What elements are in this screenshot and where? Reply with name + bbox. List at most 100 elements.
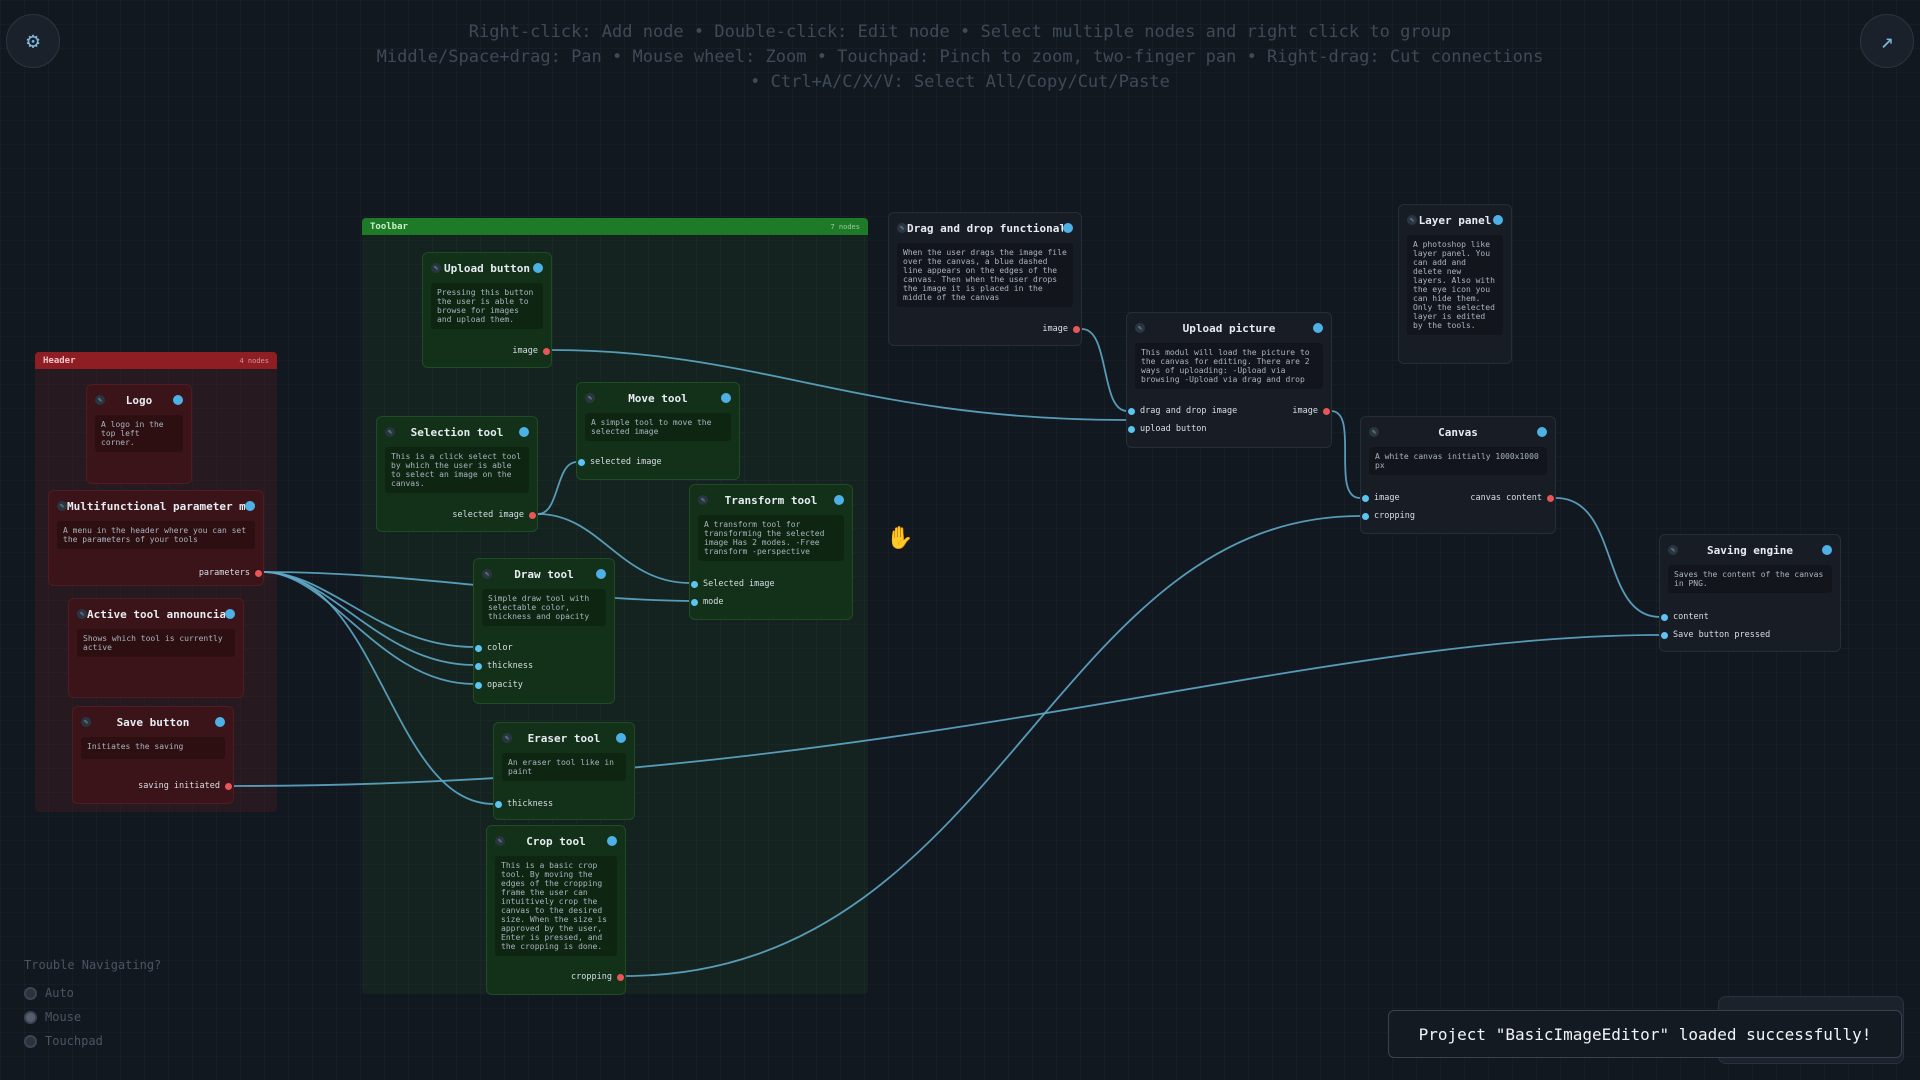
input-port[interactable]: content (1661, 612, 1709, 622)
pencil-icon[interactable]: ✎ (95, 395, 105, 405)
info-icon[interactable] (519, 427, 529, 437)
node-title: Active tool announciator (87, 607, 225, 621)
info-icon[interactable] (1537, 427, 1547, 437)
pencil-icon[interactable]: ✎ (81, 717, 91, 727)
wire-upload-picture-to-canvas (1330, 410, 1361, 499)
output-port[interactable]: image (1292, 406, 1330, 416)
pencil-icon[interactable]: ✎ (1135, 323, 1145, 333)
node-description: A simple tool to move the selected image (585, 413, 731, 441)
input-port[interactable]: mode (690, 597, 724, 607)
node-upload-button[interactable]: ✎ Upload button Pressing this button the… (422, 252, 552, 368)
output-port[interactable]: parameters (198, 568, 263, 578)
arrow-up-right-icon: ↗ (1880, 28, 1894, 54)
radio-auto[interactable]: Auto (24, 981, 184, 1005)
input-port[interactable]: thickness (474, 661, 534, 671)
node-logo[interactable]: ✎ Logo A logo in the top left corner. (86, 384, 192, 484)
info-icon[interactable] (215, 717, 225, 727)
node-saving-engine[interactable]: ✎ Saving engine Saves the content of the… (1659, 534, 1841, 652)
node-description: Saves the content of the canvas in PNG. (1668, 565, 1832, 593)
output-port[interactable]: selected image (452, 510, 536, 520)
node-layer-panel[interactable]: ✎ Layer panel A photoshop like layer pan… (1398, 204, 1512, 364)
info-icon[interactable] (834, 495, 844, 505)
pencil-icon[interactable]: ✎ (897, 223, 907, 233)
input-port[interactable]: upload button (1128, 424, 1207, 434)
info-icon[interactable] (607, 836, 617, 846)
input-port[interactable]: Selected image (691, 579, 775, 589)
output-port[interactable]: canvas content (1470, 493, 1554, 503)
info-icon[interactable] (1313, 323, 1323, 333)
node-param-menu[interactable]: ✎ Multifunctional parameter menu A menu … (48, 490, 264, 586)
pencil-icon[interactable]: ✎ (57, 501, 67, 511)
input-port[interactable]: Save button pressed (1660, 630, 1771, 640)
radio-label: Touchpad (45, 1034, 103, 1048)
output-port[interactable]: image (1042, 324, 1080, 334)
node-canvas[interactable]: ✎ Canvas A white canvas initially 1000x1… (1360, 416, 1556, 534)
trouble-title: Trouble Navigating? (24, 958, 162, 972)
node-eraser-tool[interactable]: ✎ Eraser tool An eraser tool like in pai… (493, 722, 635, 820)
wire-save-button-to-saving-engine (232, 634, 1661, 787)
wire-selection-to-move (537, 461, 578, 515)
pencil-icon[interactable]: ✎ (385, 427, 395, 437)
radio-touchpad[interactable]: Touchpad (24, 1029, 184, 1053)
input-port[interactable]: thickness (494, 799, 554, 809)
info-icon[interactable] (616, 733, 626, 743)
group-count: 4 nodes (239, 356, 269, 365)
node-move-tool[interactable]: ✎ Move tool A simple tool to move the se… (576, 382, 740, 480)
settings-button[interactable]: ⚙ (6, 14, 60, 68)
info-icon[interactable] (1493, 215, 1503, 225)
info-icon[interactable] (596, 569, 606, 579)
input-port[interactable]: image (1362, 493, 1400, 503)
radio-button[interactable] (24, 1034, 37, 1048)
info-icon[interactable] (1822, 545, 1832, 555)
node-description: This is a click select tool by which the… (385, 447, 529, 493)
output-port[interactable]: cropping (571, 972, 624, 982)
info-icon[interactable] (225, 609, 235, 619)
input-port[interactable]: drag and drop image (1127, 406, 1238, 416)
node-title: Selection tool (410, 425, 504, 439)
input-port[interactable]: selected image (578, 457, 662, 467)
wire-params-to-thickness (262, 571, 475, 666)
node-description: Simple draw tool with selectable color, … (482, 589, 606, 626)
input-port[interactable]: cropping (1362, 511, 1415, 521)
pencil-icon[interactable]: ✎ (482, 569, 492, 579)
pencil-icon[interactable]: ✎ (495, 836, 505, 846)
wire-upload-button-to-upload-picture (551, 349, 1128, 421)
node-save-button[interactable]: ✎ Save button Initiates the saving savin… (72, 706, 234, 804)
pencil-icon[interactable]: ✎ (585, 393, 595, 403)
node-title: Transform tool (724, 493, 818, 507)
group-title: Header (43, 355, 76, 366)
radio-mouse[interactable]: Mouse (24, 1005, 184, 1029)
pencil-icon[interactable]: ✎ (1369, 427, 1379, 437)
output-port[interactable]: image (512, 346, 550, 356)
node-description: Pressing this button the user is able to… (431, 283, 543, 329)
node-description: A photoshop like layer panel. You can ad… (1407, 235, 1503, 335)
pencil-icon[interactable]: ✎ (77, 609, 87, 619)
output-port[interactable]: saving initiated (138, 781, 232, 791)
input-port[interactable]: color (475, 643, 513, 653)
input-port[interactable]: opacity (475, 680, 523, 690)
radio-button[interactable] (24, 986, 37, 1000)
node-active-tool-announciator[interactable]: ✎ Active tool announciator Shows which t… (68, 598, 244, 698)
info-icon[interactable] (533, 263, 543, 273)
info-icon[interactable] (1063, 223, 1073, 233)
pencil-icon[interactable]: ✎ (1407, 215, 1417, 225)
info-icon[interactable] (721, 393, 731, 403)
pencil-icon[interactable]: ✎ (502, 733, 512, 743)
node-crop-tool[interactable]: ✎ Crop tool This is a basic crop tool. B… (486, 825, 626, 995)
radio-button[interactable] (24, 1010, 37, 1024)
node-transform-tool[interactable]: ✎ Transform tool A transform tool for tr… (689, 484, 853, 620)
pencil-icon[interactable]: ✎ (431, 263, 441, 273)
node-title: Multifunctional parameter menu (67, 499, 245, 513)
node-draw-tool[interactable]: ✎ Draw tool Simple draw tool with select… (473, 558, 615, 704)
node-upload-picture[interactable]: ✎ Upload picture This modul will load th… (1126, 312, 1332, 448)
gear-icon: ⚙ (26, 28, 40, 54)
expand-button[interactable]: ↗ (1860, 14, 1914, 68)
node-selection-tool[interactable]: ✎ Selection tool This is a click select … (376, 416, 538, 532)
node-title: Eraser tool (527, 731, 601, 745)
info-icon[interactable] (245, 501, 255, 511)
trouble-navigating-panel: Trouble Navigating? Auto Mouse Touchpad (24, 958, 184, 1053)
info-icon[interactable] (173, 395, 183, 405)
node-drag-and-drop[interactable]: ✎ Drag and drop functionality When the u… (888, 212, 1082, 346)
pencil-icon[interactable]: ✎ (698, 495, 708, 505)
pencil-icon[interactable]: ✎ (1668, 545, 1678, 555)
